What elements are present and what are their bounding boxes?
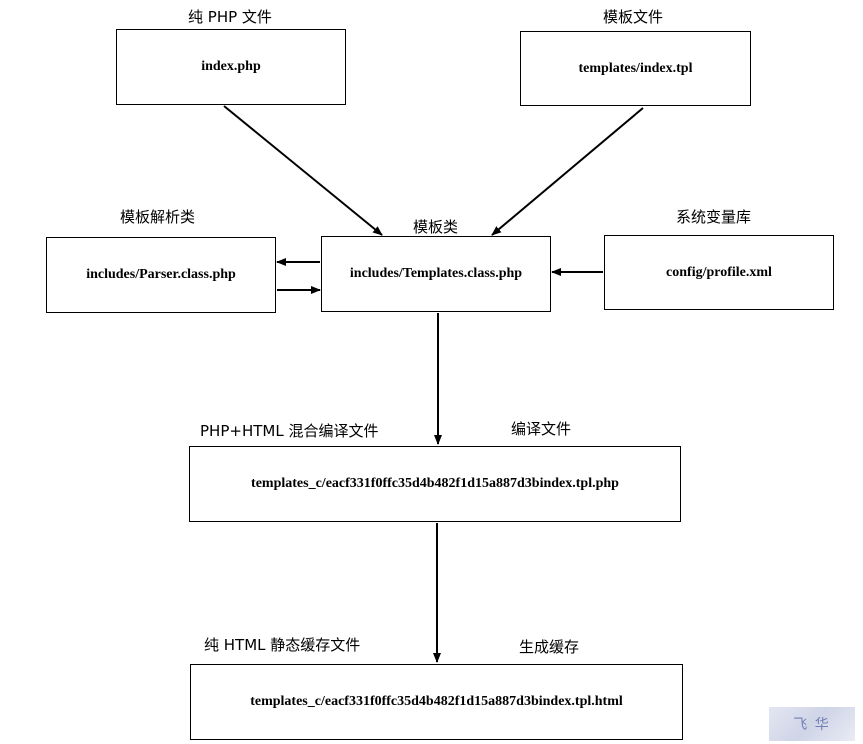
box-index-php-text: index.php xyxy=(201,59,261,74)
box-profile-xml: config/profile.xml xyxy=(604,235,834,310)
box-templates-index-tpl: templates/index.tpl xyxy=(520,31,751,106)
box-compiled-php-text: templates_c/eacf331f0ffc35d4b482f1d15a88… xyxy=(251,476,619,491)
label-system-vars: 系统变量库 xyxy=(676,208,752,226)
label-generate-cache: 生成缓存 xyxy=(519,638,580,656)
box-cache-html: templates_c/eacf331f0ffc35d4b482f1d15a88… xyxy=(190,664,683,740)
box-templates-class: includes/Templates.class.php xyxy=(321,236,551,312)
arrow-tpl-to-templates xyxy=(491,107,644,236)
label-pure-html-cache: 纯 HTML 静态缓存文件 xyxy=(204,636,361,654)
label-compiled-file: 编译文件 xyxy=(511,420,572,438)
box-templates-index-tpl-text: templates/index.tpl xyxy=(578,60,693,76)
label-pure-php: 纯 PHP 文件 xyxy=(188,8,272,26)
box-profile-xml-text: config/profile.xml xyxy=(666,264,772,280)
label-php-html-mixed: PHP+HTML 混合编译文件 xyxy=(200,422,379,440)
label-template-class: 模板类 xyxy=(413,218,459,236)
box-cache-html-text: templates_c/eacf331f0ffc35d4b482f1d15a88… xyxy=(250,694,623,709)
watermark-logo: 飞 华 xyxy=(769,707,855,741)
box-compiled-php: templates_c/eacf331f0ffc35d4b482f1d15a88… xyxy=(189,446,681,522)
box-index-php: index.php xyxy=(116,29,346,105)
box-parser-class: includes/Parser.class.php xyxy=(46,237,276,313)
box-templates-class-text: includes/Templates.class.php xyxy=(349,266,523,281)
arrow-index-to-templates xyxy=(223,105,383,236)
box-parser-class-text: includes/Parser.class.php xyxy=(86,267,236,282)
label-template-file: 模板文件 xyxy=(603,8,664,26)
label-parser-class: 模板解析类 xyxy=(120,208,196,226)
